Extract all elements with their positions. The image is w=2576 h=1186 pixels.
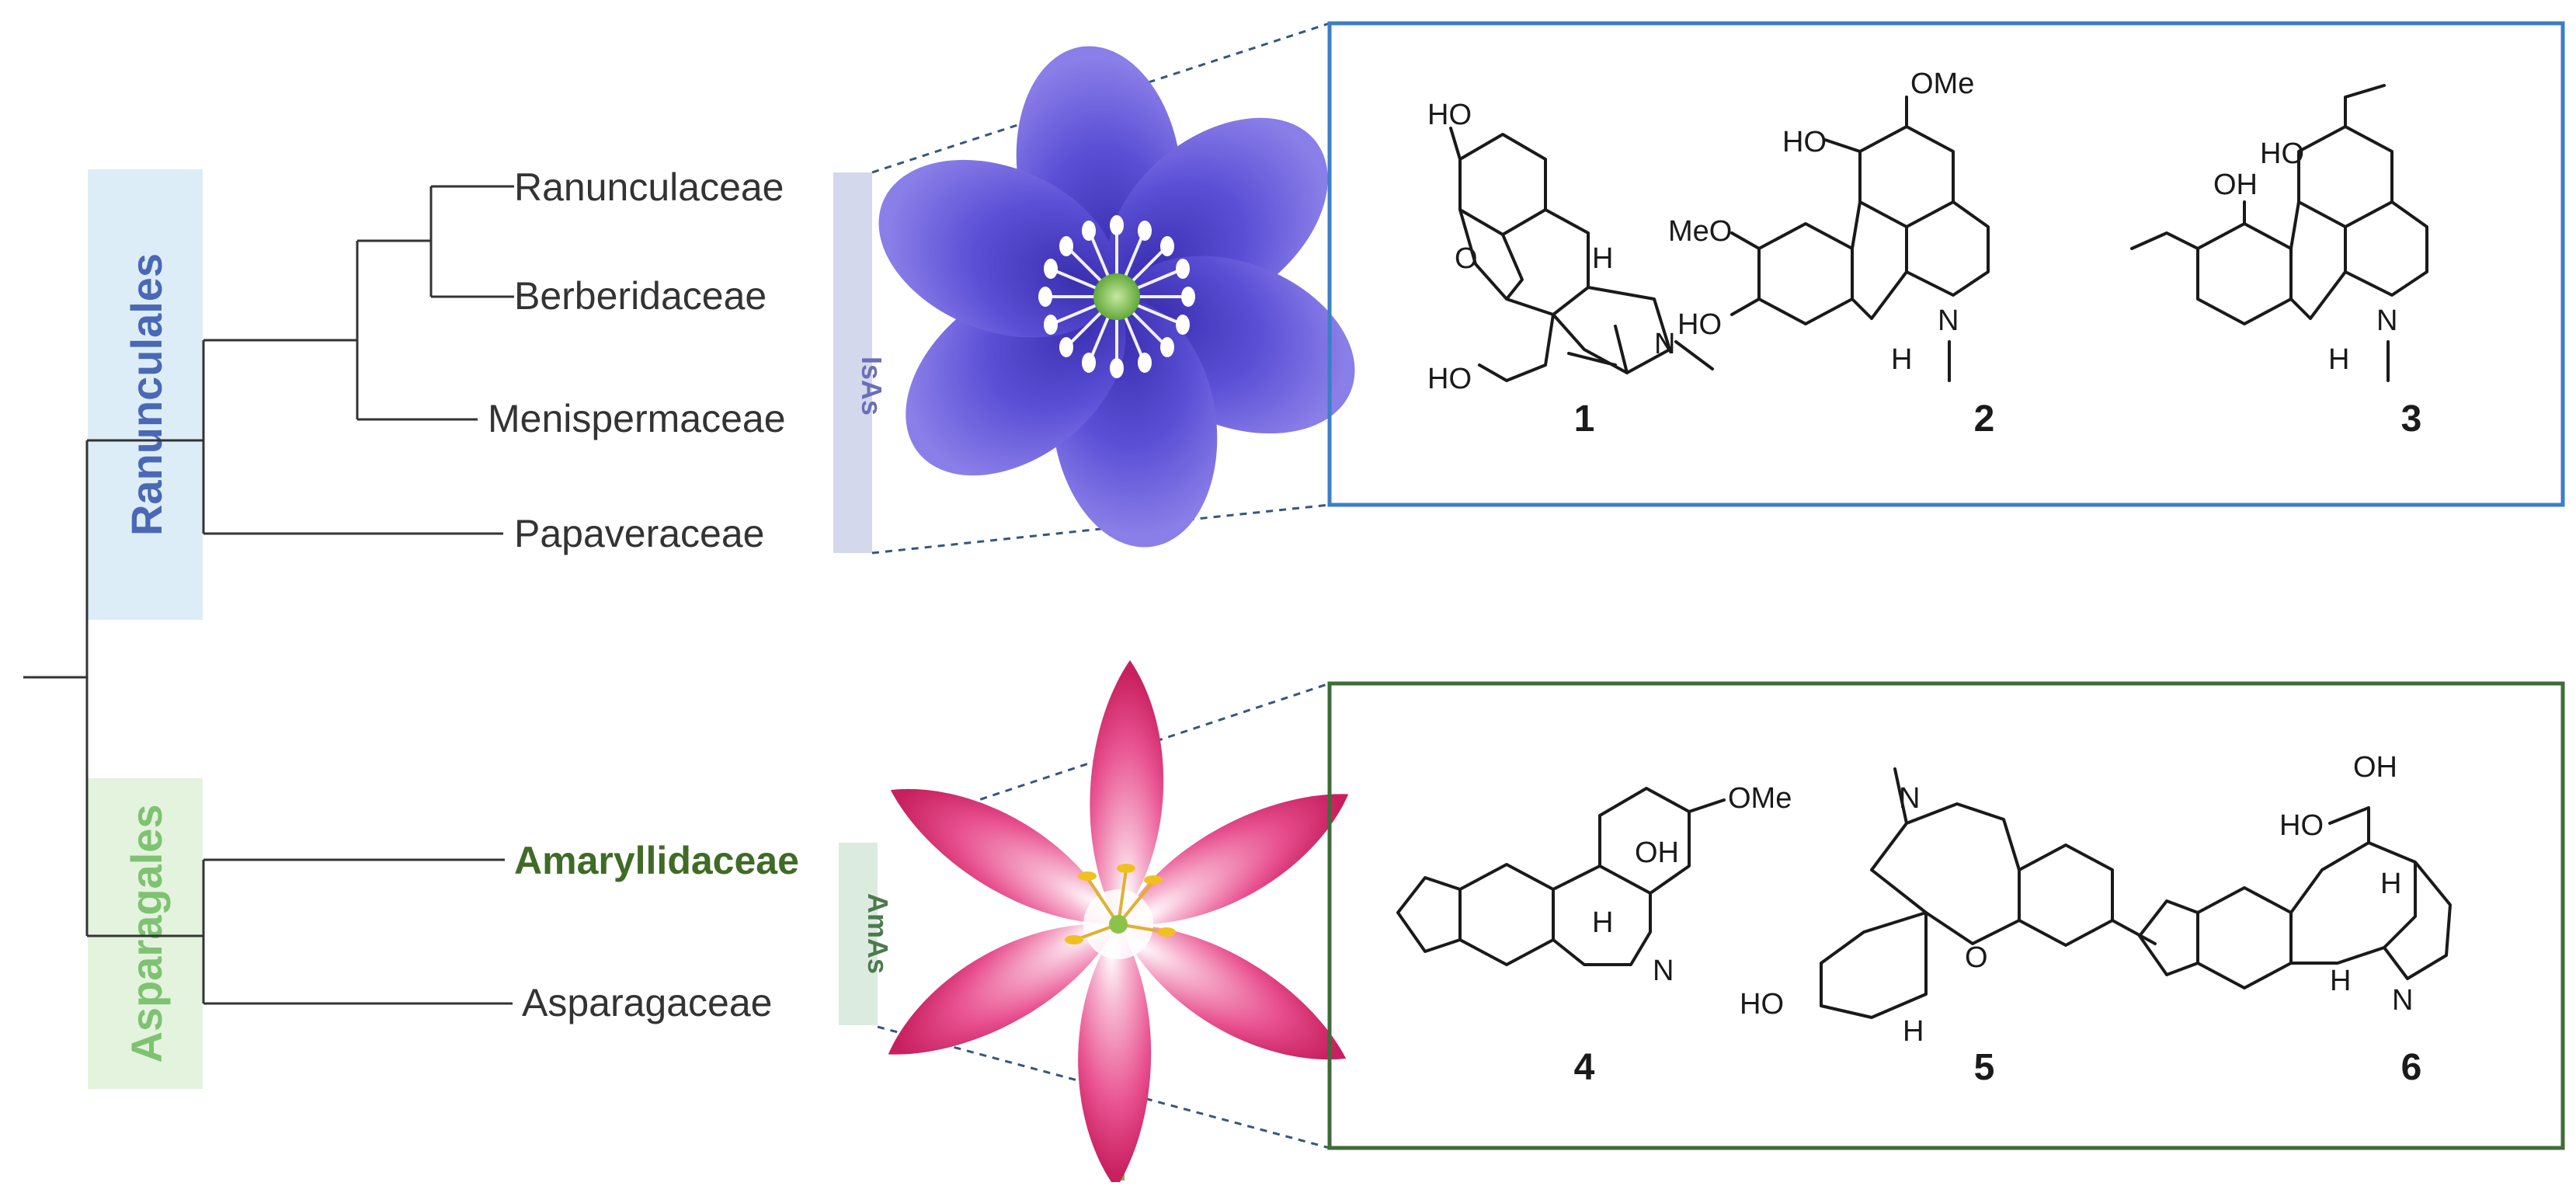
compound-1-bond-aromatic xyxy=(1458,133,1547,236)
compound-4-bonds xyxy=(1396,787,1726,966)
compound-5-ring-a xyxy=(2018,843,2114,947)
compound-1-label-2: H xyxy=(1592,242,1613,275)
compound-1-number: 1 xyxy=(1574,398,1595,440)
compound-6-bonds xyxy=(2138,806,2452,980)
compound-4-label-1: OH xyxy=(1635,836,1679,869)
pink-lily-flower-icon xyxy=(888,660,1349,1186)
compound-6-ring-a xyxy=(2196,886,2293,989)
compound-6-number: 6 xyxy=(2401,1047,2422,1088)
class-label-amas: AmAs xyxy=(862,893,894,974)
family-label-berberidaceae: Berberidaceae xyxy=(514,274,767,318)
phylogenetic-tree: Ranunculaceae Berberidaceae Menispermace… xyxy=(23,165,799,1024)
compound-3-label-0: OH xyxy=(2213,169,2258,201)
compound-1-label-4: HO xyxy=(1427,363,1472,395)
family-label-ranunculaceae: Ranunculaceae xyxy=(514,165,784,209)
family-label-amaryllidaceae: Amaryllidaceae xyxy=(514,839,799,882)
compound-1-bond-a xyxy=(1449,127,1671,382)
compound-4-label-0: OMe xyxy=(1728,782,1792,815)
class-band-isas: IsAs xyxy=(833,172,888,553)
compound-6-label-4: N xyxy=(2392,984,2413,1017)
compound-3-label-2: N xyxy=(2376,304,2397,337)
compound-5-label-0: N xyxy=(1899,782,1920,815)
compound-2-bonds xyxy=(1730,96,1990,320)
compound-5-label-2: O xyxy=(1965,941,1988,974)
compound-3-number: 3 xyxy=(2401,398,2422,440)
compound-4-label-3: N xyxy=(1653,955,1674,987)
compound-6-label-3: H xyxy=(2330,965,2351,997)
compound-5-bonds xyxy=(1820,767,2157,1019)
class-band-amas-bg xyxy=(839,843,878,1025)
compound-2-label-4: N xyxy=(1938,304,1959,337)
compound-3-ring-d xyxy=(2196,222,2293,325)
compound-4-ring-a xyxy=(1458,863,1555,966)
family-label-menispermaceae: Menispermaceae xyxy=(488,397,786,440)
compound-2-label-0: OMe xyxy=(1910,68,1974,100)
compound-4-number: 4 xyxy=(1574,1047,1595,1088)
compound-3-ring-a xyxy=(2297,125,2393,228)
compound-2-label-3: HO xyxy=(1677,308,1722,341)
compound-2-number: 2 xyxy=(1974,398,1995,440)
compound-2-label-2: MeO xyxy=(1668,215,1732,248)
family-label-papaveraceae: Papaveraceae xyxy=(514,512,764,555)
compound-2-ring-d xyxy=(1757,222,1854,325)
hepatica-flower-icon xyxy=(878,46,1355,548)
order-ranunculales: Ranunculales xyxy=(88,169,203,620)
compound-1-label-0: HO xyxy=(1427,99,1472,131)
compound-6-label-0: OH xyxy=(2353,751,2397,784)
compound-6-label-2: H xyxy=(2380,868,2401,900)
compound-3-label-3: H xyxy=(2328,343,2349,376)
class-label-isas: IsAs xyxy=(856,356,888,416)
amas-structures-box xyxy=(1327,681,2565,1150)
class-band-amas: AmAs xyxy=(839,843,894,1025)
class-band-isas-bg xyxy=(833,172,872,553)
order-label-ranunculales: Ranunculales xyxy=(122,253,171,536)
compound-1-n-methyl xyxy=(1674,340,1714,370)
order-band-ranunculales xyxy=(88,169,203,620)
compound-5-label-3: H xyxy=(1903,1015,1924,1048)
compound-5-number: 5 xyxy=(1974,1047,1995,1088)
compound-4: OMe OH H N 4 xyxy=(1396,782,1792,1088)
compound-5-label-1: HO xyxy=(1740,988,1784,1021)
compound-2-ring-a xyxy=(1858,125,1955,228)
isas-structures-box xyxy=(1327,21,2565,507)
compound-3: OH HO N H 3 xyxy=(2130,84,2428,440)
compound-6-label-1: HO xyxy=(2279,809,2324,842)
compound-1-label-3: N xyxy=(1654,328,1675,360)
compound-3-bonds xyxy=(2130,84,2428,320)
compound-1: HO O H N HO 1 xyxy=(1427,99,1714,440)
order-asparagales: Asparagales xyxy=(88,778,203,1089)
compound-2: OMe HO MeO HO N H 2 xyxy=(1668,68,1994,440)
family-label-asparagaceae: Asparagaceae xyxy=(522,981,772,1024)
compound-6: OH HO H H N 6 xyxy=(2138,751,2452,1088)
compound-4-label-2: H xyxy=(1592,906,1613,939)
order-band-asparagales xyxy=(88,778,203,1089)
order-label-asparagales: Asparagales xyxy=(122,804,171,1063)
compound-3-label-1: HO xyxy=(2260,137,2304,170)
compound-2-label-1: HO xyxy=(1782,126,1827,158)
compound-1-label-1: O xyxy=(1455,242,1478,275)
compound-5: N HO O H 5 xyxy=(1740,767,2157,1088)
compound-2-label-5: H xyxy=(1891,343,1912,376)
